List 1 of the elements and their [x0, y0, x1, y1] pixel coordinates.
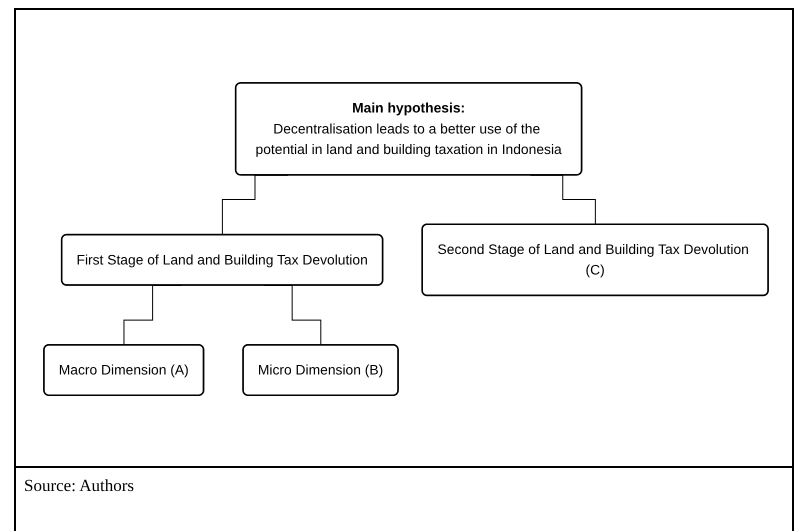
- caption: Source: Authors: [24, 476, 134, 496]
